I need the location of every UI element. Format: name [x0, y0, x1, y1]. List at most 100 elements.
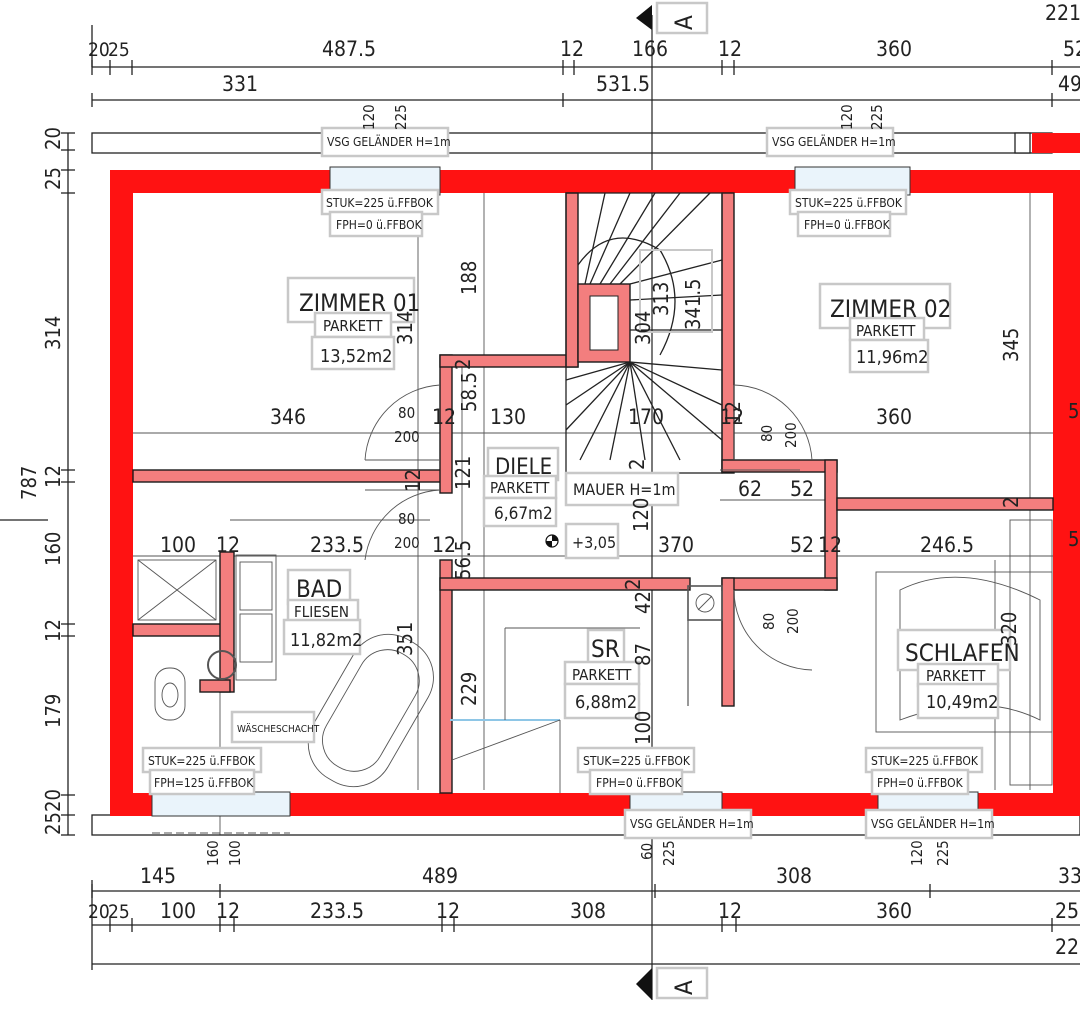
railing-label-2: VSG GELÄNDER H=1m [772, 134, 896, 149]
dim-bottom-4: 33 [1058, 864, 1080, 888]
dim-inner-5a: 5 [1068, 399, 1079, 423]
dim-win-8: 225 [660, 840, 678, 866]
section-marker-bottom: A [670, 980, 698, 995]
dim-door-sr-2: 200 [784, 608, 802, 634]
dim-inner-188: 188 [457, 261, 481, 295]
balcony-top [91, 132, 1053, 154]
room-diele-floor: PARKETT [490, 479, 550, 497]
dim-top-8: 52 [1063, 37, 1080, 61]
dim-inner-2b: 2 [625, 459, 649, 470]
room-zimmer-01-floor: PARKETT [323, 317, 383, 335]
room-sr-area: 6,88m2 [575, 692, 637, 713]
room-schlafen-area: 10,49m2 [926, 692, 998, 713]
dim-left-7: 179 [41, 694, 65, 728]
dim-inner-62: 62 [738, 477, 762, 501]
dimension-lines [0, 25, 1080, 970]
dim-top-4: 12 [560, 37, 584, 61]
dim-row2-1: 100 [160, 533, 196, 557]
dim-top-right: 221 [1045, 1, 1080, 25]
dim-win-7: 60 [638, 843, 656, 860]
dim-row1-6: 170 [628, 405, 664, 429]
dim-left-2: 25 [41, 167, 65, 190]
level-mark-icon [545, 534, 559, 548]
fph-note-4: FPH=0 ü.FFBOK [596, 776, 683, 790]
dim-bottom-8: 12 [216, 899, 240, 923]
dim-bottom-11: 308 [570, 899, 606, 923]
railing-label-1: VSG GELÄNDER H=1m [327, 134, 451, 149]
dim-win-10: 225 [934, 840, 952, 866]
dim-inner-120: 120 [629, 498, 653, 532]
dim-left-8: 20 [41, 789, 65, 812]
dim-row2-5: 200 [394, 534, 420, 552]
dim-inner-229: 229 [457, 672, 481, 706]
room-zimmer-02-area: 11,96m2 [856, 347, 928, 368]
dim-row1-9: 200 [782, 422, 800, 448]
dim-row1-1: 346 [270, 405, 306, 429]
dim-bottom-total: 22 [1055, 935, 1079, 959]
railing-label-3: VSG GELÄNDER H=1m [630, 816, 754, 831]
dim-row1-5: 130 [490, 405, 526, 429]
dim-inner-52: 52 [790, 477, 814, 501]
dim-left-1: 20 [41, 127, 65, 150]
door-swings [364, 384, 813, 721]
dim-inner-341: 341.5 [681, 279, 705, 331]
dim-row1-4: 12 [432, 405, 456, 429]
dim-inner-2d: 2 [621, 579, 645, 590]
room-bad-name: BAD [296, 575, 342, 603]
section-marker-top: A [670, 15, 698, 30]
room-sr-name: SR [591, 635, 620, 663]
dim-top-6: 12 [718, 37, 742, 61]
fph-note-1: FPH=0 ü.FFBOK [336, 218, 423, 232]
dim-row2-4: 80 [398, 510, 415, 528]
room-bad-area: 11,82m2 [290, 630, 362, 651]
dim-bottom-6: 25 [108, 901, 130, 923]
dim-top-1: 20 [88, 39, 110, 61]
fph-note-5: FPH=0 ü.FFBOK [877, 776, 964, 790]
dim-inner-56: 56.5 [451, 540, 475, 580]
dim-bottom-12: 12 [718, 899, 742, 923]
dim-row1-2: 80 [398, 404, 415, 422]
dim-bottom-14: 25 [1055, 899, 1079, 923]
room-zimmer-02-name: ZIMMER 02 [830, 295, 951, 323]
dim-win-5: 160 [204, 840, 222, 866]
dim-win-9: 120 [908, 840, 926, 866]
dim-top-total-2: 531.5 [596, 72, 650, 96]
stuk-note-3: STUK=225 ü.FFBOK [148, 754, 256, 768]
dim-inner-58: 58.5 [457, 372, 481, 412]
room-bad-floor: FLIESEN [294, 603, 349, 621]
stuk-note-4: STUK=225 ü.FFBOK [583, 754, 691, 768]
dim-row2-3: 233.5 [310, 533, 364, 557]
dim-inner-121: 121 [451, 456, 475, 490]
dim-top-2: 25 [108, 39, 130, 61]
dim-left-3: 314 [41, 316, 65, 350]
dim-door-sr-1: 80 [760, 613, 778, 630]
dim-bottom-3: 308 [776, 864, 812, 888]
room-diele-name: DIELE [495, 455, 552, 480]
stuk-note-1: STUK=225 ü.FFBOK [326, 196, 434, 210]
shaft-label: WÄSCHESCHACHT [237, 722, 320, 735]
room-zimmer-01-name: ZIMMER 01 [299, 289, 420, 317]
stuk-note-2: STUK=225 ü.FFBOK [795, 196, 903, 210]
dim-row2-9: 12 [818, 533, 842, 557]
dim-left-4: 12 [41, 465, 65, 488]
dim-left-6: 12 [41, 619, 65, 642]
dim-row1-10: 360 [876, 405, 912, 429]
dim-bottom-2: 489 [422, 864, 458, 888]
dim-bottom-10: 12 [436, 899, 460, 923]
furniture [137, 519, 1053, 793]
room-zimmer-02-floor: PARKETT [856, 322, 916, 340]
dim-bottom-5: 20 [88, 901, 110, 923]
dim-bottom-13: 360 [876, 899, 912, 923]
dim-inner-87: 87 [631, 643, 655, 666]
dim-inner-42: 42 [631, 591, 655, 614]
dim-left-total: 787 [17, 466, 41, 500]
dim-top-3: 487.5 [322, 37, 376, 61]
dim-left-9: 25 [41, 812, 65, 835]
room-schlafen-name: SCHLAFEN [905, 639, 1020, 667]
dim-row2-7: 370 [658, 533, 694, 557]
dim-win-2: 225 [392, 104, 410, 130]
dim-win-1: 120 [360, 104, 378, 130]
dim-inner-314: 314 [393, 311, 417, 345]
dim-bottom-9: 233.5 [310, 899, 364, 923]
